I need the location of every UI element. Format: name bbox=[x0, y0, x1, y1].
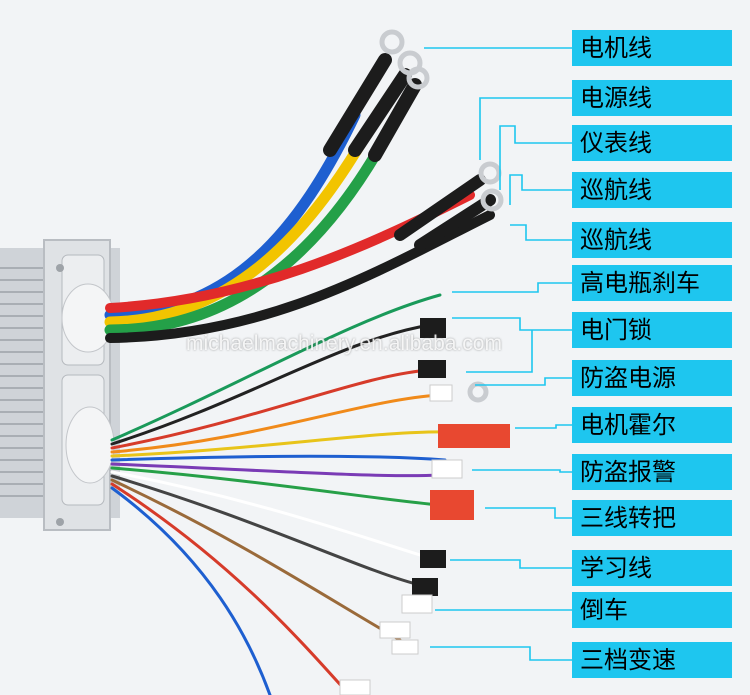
label-antitheft-alarm: 防盗报警 bbox=[572, 454, 732, 490]
label-power-wire: 电源线 bbox=[572, 80, 732, 116]
label-cruise-wire-1: 巡航线 bbox=[572, 172, 732, 208]
label-meter-wire: 仪表线 bbox=[572, 125, 732, 161]
watermark: michaelmachinery.en.alibaba.com bbox=[186, 332, 502, 355]
thick-wires bbox=[104, 53, 496, 343]
ring-terminals bbox=[379, 29, 504, 403]
label-motor-wire: 电机线 bbox=[572, 30, 732, 66]
label-high-brake: 高电瓶刹车 bbox=[572, 265, 732, 301]
leader-lines bbox=[424, 47, 572, 661]
label-learning-wire: 学习线 bbox=[572, 550, 732, 586]
label-three-speed: 三档变速 bbox=[572, 642, 732, 678]
label-three-wire-throttle: 三线转把 bbox=[572, 500, 732, 536]
label-reverse: 倒车 bbox=[572, 592, 732, 628]
connectors bbox=[339, 318, 510, 695]
label-ignition-lock: 电门锁 bbox=[572, 312, 732, 348]
label-antitheft-power: 防盗电源 bbox=[572, 360, 732, 396]
label-cruise-wire-2: 巡航线 bbox=[572, 222, 732, 258]
label-motor-hall: 电机霍尔 bbox=[572, 407, 732, 443]
controller-housing bbox=[0, 239, 120, 531]
signal-wires bbox=[110, 293, 452, 695]
